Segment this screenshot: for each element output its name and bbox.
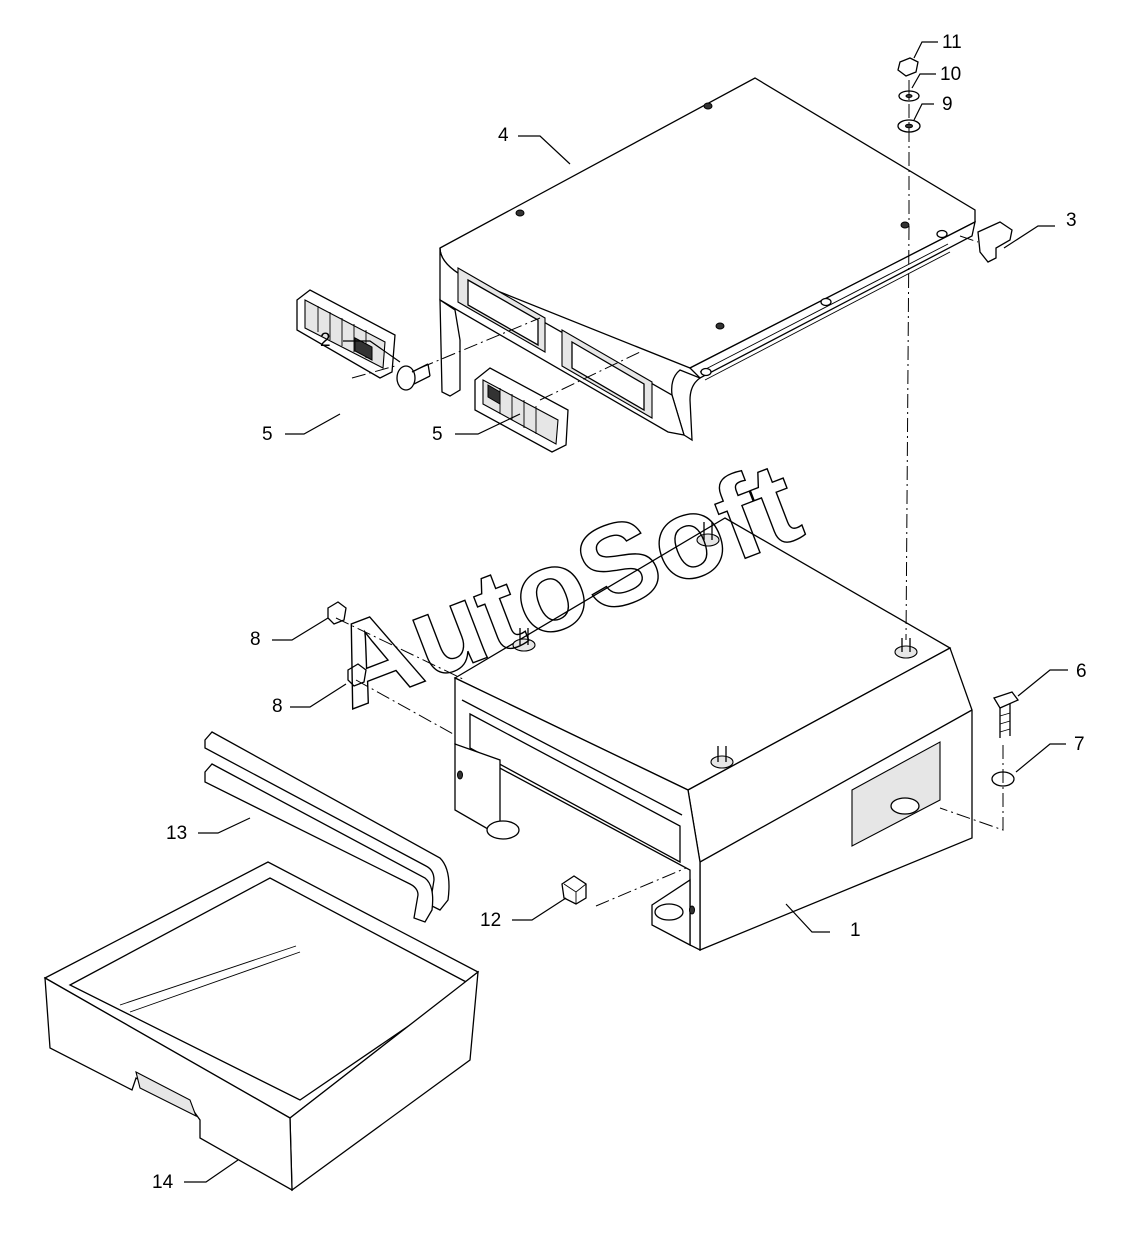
stud	[894, 638, 918, 659]
part-8-clip-lower	[347, 663, 367, 687]
center-lines	[335, 80, 1004, 907]
stud	[696, 522, 720, 547]
callout-2: 2	[320, 330, 331, 351]
callout-labels: 1 2 3 4 5 5 6 7 8 8 9 10 11 12 13 14	[152, 32, 1087, 1193]
callout-11: 11	[942, 32, 962, 53]
part-9-washer	[897, 119, 921, 133]
callout-1: 1	[850, 920, 861, 941]
callout-14: 14	[152, 1172, 174, 1193]
part-4-cover	[439, 77, 976, 442]
part-1-base	[453, 517, 973, 952]
part-6-bolt	[993, 691, 1020, 738]
callout-8-lower: 8	[272, 696, 283, 717]
stud	[512, 628, 536, 652]
callout-7: 7	[1074, 734, 1085, 755]
callout-4: 4	[498, 125, 509, 146]
part-12-clip	[561, 875, 587, 905]
callout-5-left: 5	[262, 424, 273, 445]
part-13-seal	[204, 731, 450, 923]
part-5-vent-left	[296, 289, 396, 379]
callout-10: 10	[940, 64, 961, 85]
callout-3: 3	[1066, 210, 1077, 231]
callout-5-right: 5	[432, 424, 443, 445]
part-2-screw	[396, 363, 431, 391]
callout-6: 6	[1076, 661, 1087, 682]
callout-9: 9	[942, 94, 953, 115]
part-5-vent-right	[474, 367, 569, 453]
part-14-drawer	[43, 861, 480, 1192]
callout-13: 13	[166, 823, 187, 844]
part-3-clip	[977, 221, 1013, 263]
callout-12: 12	[480, 910, 501, 931]
part-11-nut	[897, 57, 919, 77]
leader-lines	[184, 41, 1068, 1183]
stud	[710, 746, 734, 769]
callout-8-upper: 8	[250, 629, 261, 650]
